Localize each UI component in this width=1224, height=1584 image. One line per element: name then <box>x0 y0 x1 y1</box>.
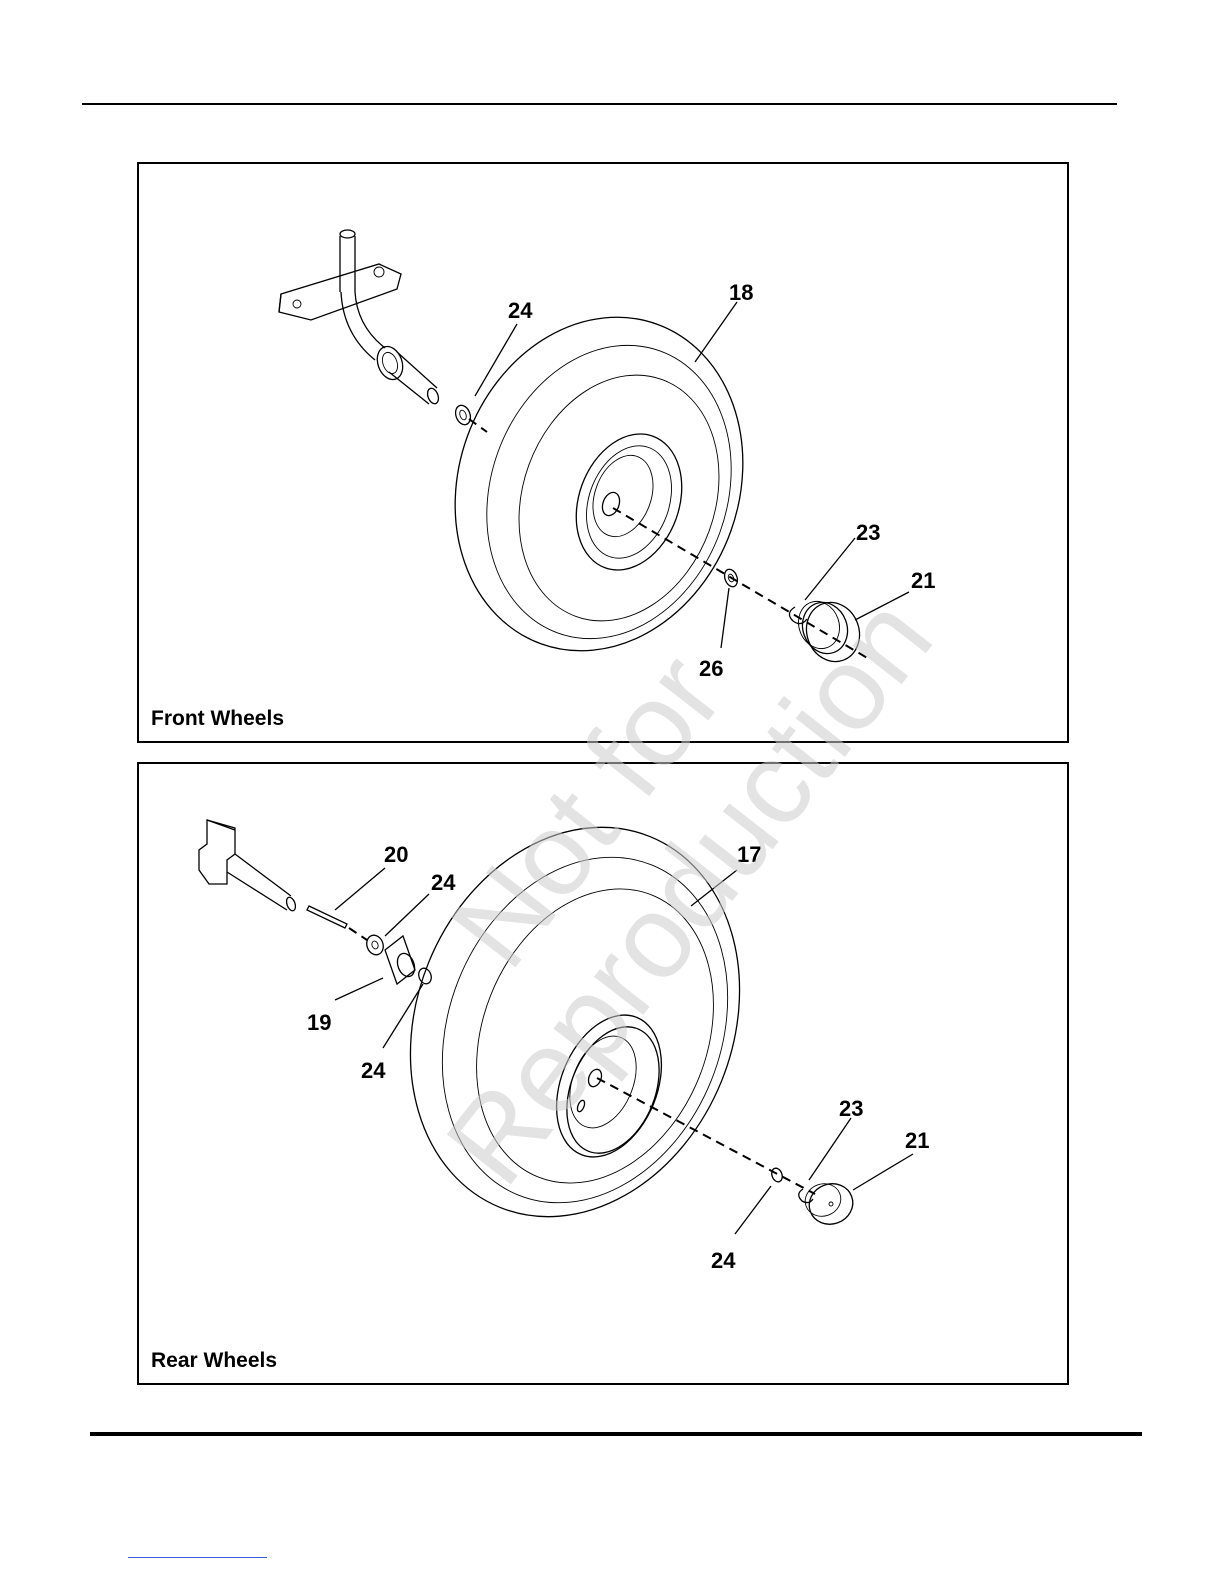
callout-18: 18 <box>729 280 753 305</box>
callout-26: 26 <box>699 656 723 681</box>
callout-21: 21 <box>911 568 935 593</box>
callout-24: 24 <box>361 1058 386 1083</box>
front-washer-24 <box>453 403 473 427</box>
rear-washer-24b <box>417 966 434 985</box>
rear-wheels-panel: 20 24 17 19 24 23 21 24 Rear Wheels <box>137 762 1069 1385</box>
front-wheels-panel: 24 18 23 21 26 Front Wheels <box>137 162 1069 743</box>
callout-21: 21 <box>905 1128 929 1153</box>
rear-wheels-title: Rear Wheels <box>151 1349 277 1373</box>
callout-24: 24 <box>711 1248 736 1273</box>
callout-24: 24 <box>431 870 456 895</box>
header-rule <box>82 103 1117 105</box>
front-spindle-assembly <box>279 230 440 405</box>
rear-washer-24c <box>770 1167 784 1184</box>
front-tire-18 <box>409 276 788 691</box>
callout-24: 24 <box>508 298 533 323</box>
callout-19: 19 <box>307 1010 331 1035</box>
callout-23: 23 <box>839 1096 863 1121</box>
footer-link-underline[interactable] <box>128 1557 267 1558</box>
front-wheels-diagram: 24 18 23 21 26 <box>139 164 1067 741</box>
rear-wheels-diagram: 20 24 17 19 24 23 21 24 <box>139 764 1067 1383</box>
front-wheels-title: Front Wheels <box>151 707 284 731</box>
rear-axle-housing <box>199 820 297 912</box>
footer-rule <box>90 1432 1142 1436</box>
rear-spacer-19 <box>385 936 418 984</box>
rear-hubcap-21 <box>801 1178 859 1231</box>
callout-23: 23 <box>856 520 880 545</box>
callout-20: 20 <box>384 842 408 867</box>
rear-washer-24a <box>364 933 386 957</box>
rear-tire-17 <box>354 777 797 1266</box>
rear-key-20 <box>307 906 347 928</box>
callout-17: 17 <box>737 842 761 867</box>
front-hubcap-21 <box>792 595 868 669</box>
